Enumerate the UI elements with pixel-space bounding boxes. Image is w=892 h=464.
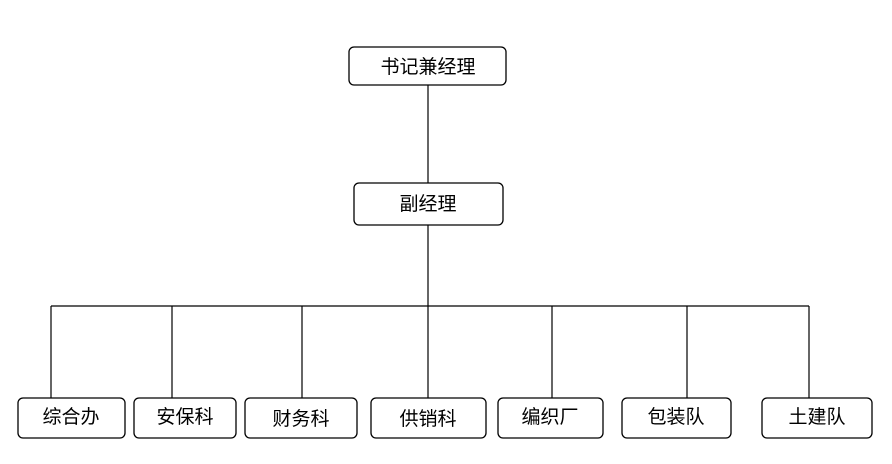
node-dept-2: 安保科 bbox=[133, 397, 237, 439]
node-dept-2-label: 安保科 bbox=[156, 406, 213, 428]
node-dept-7: 土建队 bbox=[761, 397, 873, 439]
node-dept-4: 供销科 bbox=[370, 397, 487, 439]
node-dept-3: 财务科 bbox=[244, 397, 358, 439]
node-dept-6-label: 包装队 bbox=[647, 406, 704, 428]
node-middle: 副经理 bbox=[353, 182, 504, 226]
node-dept-1: 综合办 bbox=[17, 397, 126, 439]
node-dept-5-label: 编织厂 bbox=[521, 406, 578, 428]
node-top-label: 书记兼经理 bbox=[380, 56, 475, 78]
node-top: 书记兼经理 bbox=[348, 46, 507, 86]
node-dept-1-label: 综合办 bbox=[42, 406, 99, 428]
node-dept-6: 包装队 bbox=[621, 397, 732, 439]
node-dept-5: 编织厂 bbox=[497, 397, 604, 439]
node-dept-3-label: 财务科 bbox=[272, 408, 329, 430]
node-dept-7-label: 土建队 bbox=[788, 406, 845, 428]
node-middle-label: 副经理 bbox=[399, 193, 456, 215]
node-dept-4-label: 供销科 bbox=[399, 408, 456, 430]
